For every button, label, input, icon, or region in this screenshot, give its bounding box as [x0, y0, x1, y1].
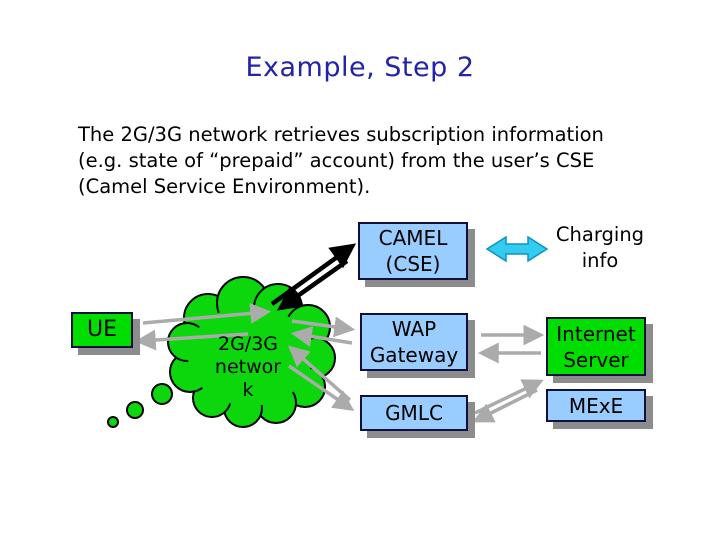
cloud-gmlc-arrows-icon [288, 345, 355, 411]
thought-bubbles-icon [107, 383, 173, 428]
slide-title: Example, Step 2 [245, 52, 475, 83]
node-gmlc-label: GMLC [385, 401, 443, 425]
node-internet-label: Internet Server [556, 321, 636, 372]
node-cloud-label: 2G/3G networ k [214, 333, 282, 401]
node-ue-label: UE [86, 317, 117, 342]
node-gmlc: GMLC [360, 395, 468, 431]
ue-cloud-arrows-icon [134, 302, 272, 351]
node-mexe-label: MExE [568, 393, 624, 418]
cloud-wap-arrows-icon [290, 316, 356, 347]
node-mexe: MExE [546, 389, 646, 422]
node-internet-server: Internet Server [546, 317, 646, 376]
node-camel-label: CAMEL (CSE) [378, 226, 448, 276]
gmlc-mexe-arrows-icon [472, 379, 544, 423]
node-camel-cse: CAMEL (CSE) [358, 222, 468, 280]
charging-info-label: Charging info [555, 223, 645, 272]
slide-body-paragraph: The 2G/3G network retrieves subscription… [78, 123, 604, 198]
node-ue: UE [71, 312, 133, 348]
cloud-camel-arrows-icon [270, 243, 357, 311]
node-wap-label: WAP Gateway [369, 317, 459, 367]
node-wap-gateway: WAP Gateway [360, 313, 468, 371]
wap-internet-arrows-icon [477, 324, 545, 364]
charging-double-arrow-icon [485, 235, 549, 263]
